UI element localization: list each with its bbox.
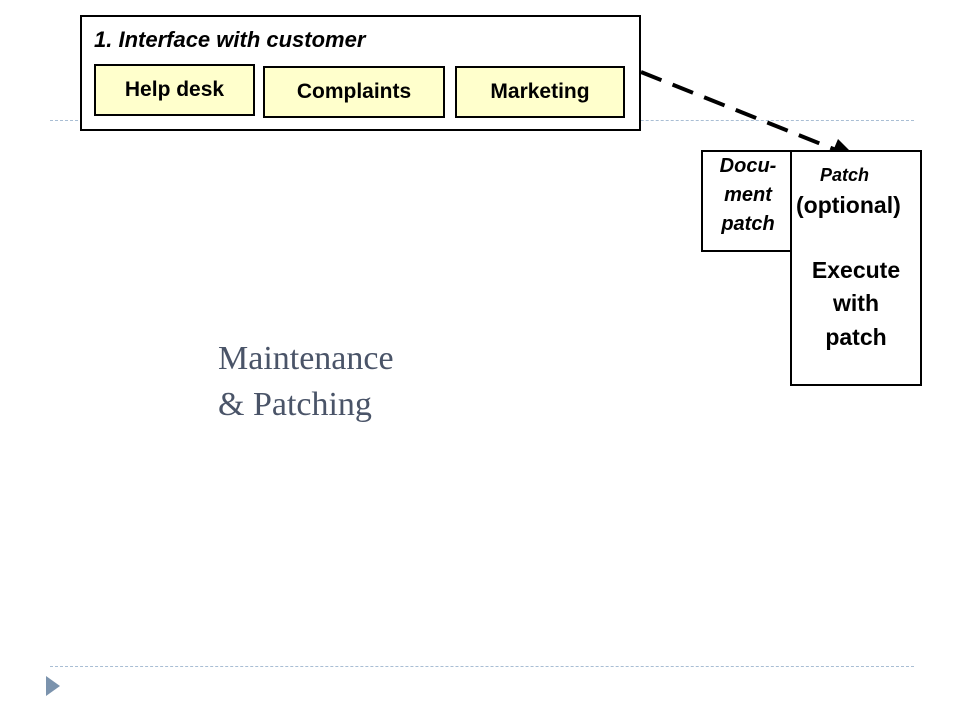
document-patch-line-3: patch [721,213,775,235]
execute-line-1: Execute [811,257,901,283]
marketing-tile: Marketing [455,66,625,118]
execute-line-2: with [833,290,879,317]
slide-title-line-1: Maintenance [218,340,394,377]
document-patch-line-2: ment [724,184,772,206]
document-patch-label: Docu- ment patch [701,152,795,239]
dashed-connector-line [640,70,837,152]
patch-optional-label: (optional) [796,192,901,218]
bullet-triangle-icon [46,676,60,696]
slide-title: Maintenance & Patching [218,336,394,428]
guide-line-bottom [50,666,914,667]
document-patch-line-1: Docu- [719,155,777,177]
customer-interface-title: 1. Interface with customer [94,27,366,52]
complaints-tile: Complaints [263,66,445,118]
execute-line-3: patch [825,323,887,350]
help-desk-tile: Help desk [94,64,255,116]
patch-box [790,150,922,386]
execute-with-patch-label: Execute with patch [790,254,922,354]
slide-title-line-2: & Patching [218,386,372,423]
patch-heading: Patch [820,165,870,185]
